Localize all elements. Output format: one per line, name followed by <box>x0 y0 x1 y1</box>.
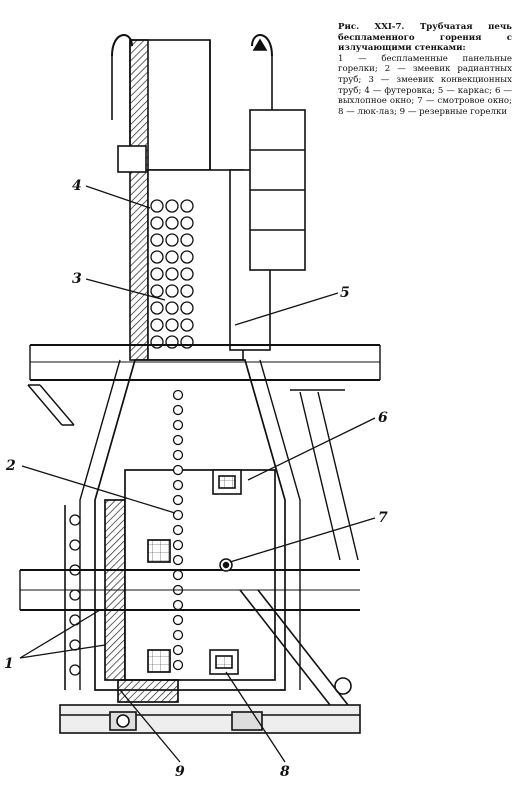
callout-labels: 1 2 3 4 5 6 7 8 9 <box>4 178 388 780</box>
callout-6: 6 <box>378 410 388 426</box>
burner-panels <box>64 505 81 690</box>
convection-tube-coil <box>150 199 194 349</box>
radiant-section <box>79 359 301 703</box>
sight-window <box>219 558 233 572</box>
radiant-tube-coil <box>172 389 184 671</box>
leader-lines <box>19 185 376 763</box>
caption-legend: 1 — беспламенные панельные горелки; 2 — … <box>338 53 512 117</box>
callout-1: 1 <box>4 656 14 672</box>
callout-8: 8 <box>280 764 290 780</box>
callout-2: 2 <box>5 458 16 474</box>
callout-9: 9 <box>175 764 185 780</box>
callout-5: 5 <box>340 285 350 301</box>
exhaust-window <box>212 469 242 495</box>
callout-4: 4 <box>72 178 82 194</box>
service-platforms <box>19 344 381 706</box>
figure-caption: Рис. XXI-7. Трубчатая печь беспламенного… <box>338 22 512 117</box>
callout-3: 3 <box>72 271 82 287</box>
caption-title: Рис. XXI-7. Трубчатая печь беспламенного… <box>338 22 512 54</box>
foundation <box>59 677 361 734</box>
manhole-hatch <box>209 649 239 675</box>
callout-7: 7 <box>378 510 388 526</box>
